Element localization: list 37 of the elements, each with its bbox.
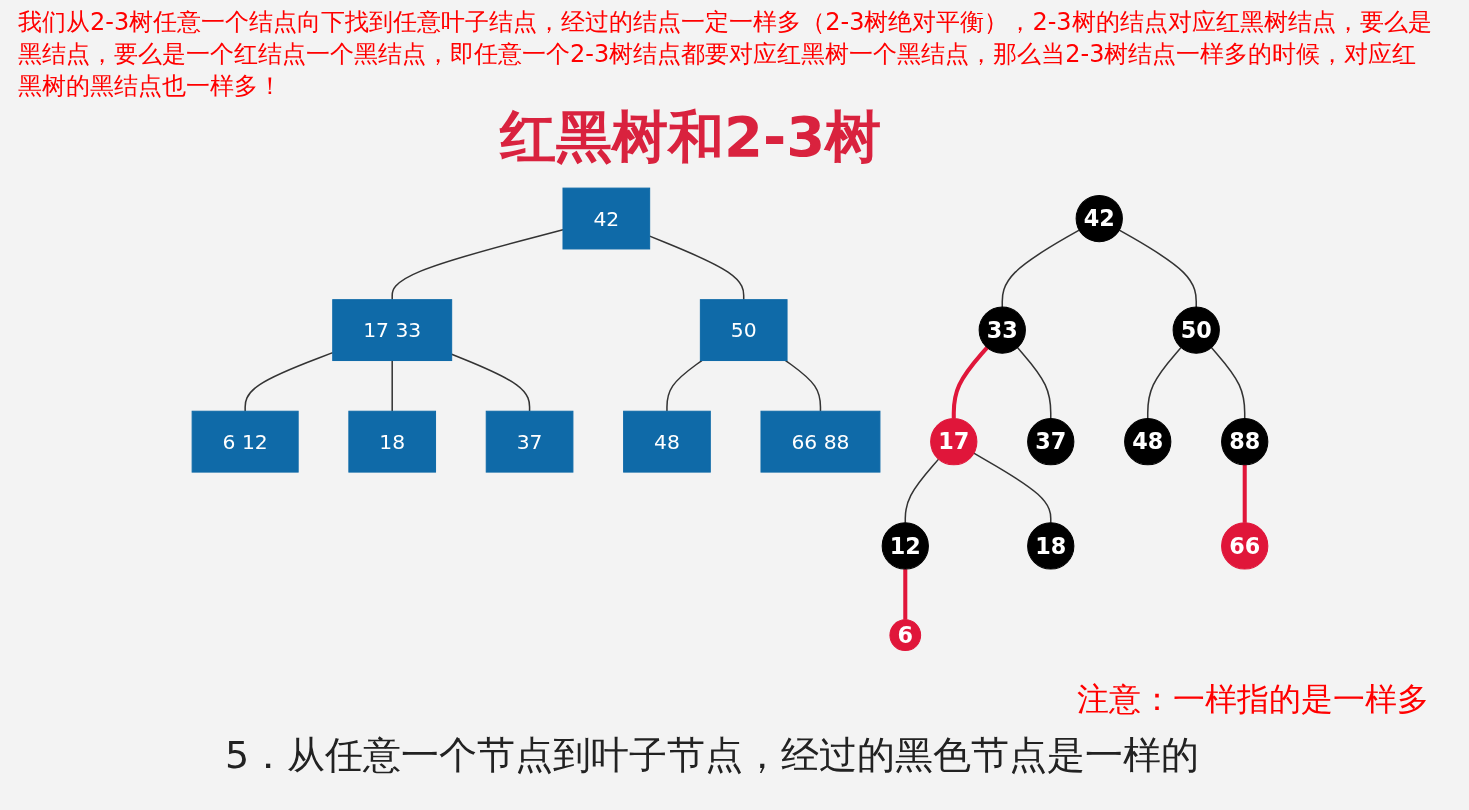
connector [904,458,940,524]
node-box: 17 33 [332,299,453,362]
connector [391,359,393,412]
node-circle: 18 [1027,522,1075,570]
connector [973,452,1052,524]
node-circle: 48 [1124,418,1172,466]
connector [784,359,822,412]
node-box: 42 [562,187,651,250]
node-circle: 33 [978,306,1026,354]
node-box: 18 [348,410,437,473]
connector [1147,346,1182,420]
node-circle: 66 [1221,522,1269,570]
node-box: 50 [699,299,788,362]
node-circle: 6 [889,619,922,652]
connector [1242,464,1247,523]
connector [903,569,908,620]
connector [1016,346,1052,420]
node-circle: 42 [1075,194,1123,243]
connector [666,359,703,412]
node-circle: 50 [1172,306,1220,354]
connector [1210,346,1246,420]
node-box: 6 12 [191,410,299,473]
rule-text: 5．从任意一个节点到叶子节点，经过的黑色节点是一样的 [225,732,1200,779]
node-box: 37 [485,410,574,473]
node-box: 66 88 [760,410,881,473]
note-text: 注意：一样指的是一样多 [1077,679,1429,720]
node-circle: 88 [1221,418,1269,466]
node-circle: 17 [930,418,978,466]
connector [1001,229,1080,308]
connector [951,346,989,419]
connector [1118,229,1197,308]
node-circle: 37 [1027,418,1075,466]
note-text: 我们从2-3树任意一个结点向下找到任意叶子结点，经过的结点一定一样多（2-3树绝对平衡），2-3树的结点对应红黑树结点，要么是黑结点，要么是一个红结点一个黑结点，即任意一个2-3树结点都要对应红黑树一个黑结点，那么当2-3树结点一样多的时候，对应红黑树的黑结点也一样多！ [18,7,1433,102]
node-circle: 12 [881,522,929,570]
node-box: 48 [623,410,711,473]
connector [391,229,564,301]
title: 红黑树和2-3树 [500,103,882,171]
